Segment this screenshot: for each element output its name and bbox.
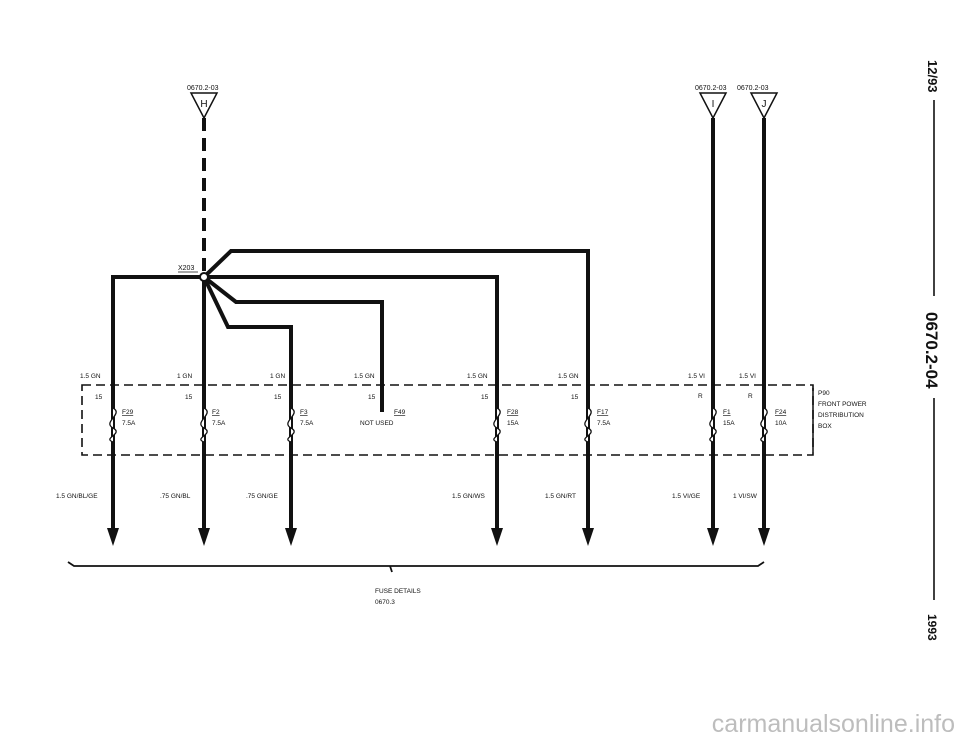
fuse-details-ref: 0670.3 — [375, 599, 395, 606]
connector-j: 0670.2-03 J — [737, 85, 779, 120]
splice-x203-label: X203 — [178, 265, 194, 272]
connector-i-letter: I — [712, 99, 715, 110]
sidebar-doc-number: 0670.2-04 — [922, 312, 941, 389]
fuse-f17-out-wire: 1.5 GN/RT — [545, 493, 576, 500]
connector-h-letter: H — [200, 99, 207, 110]
fuse-f24-name: F24 — [775, 409, 787, 416]
distribution-box-outline — [81, 384, 814, 456]
fuse-f29-terminal: 15 — [95, 394, 103, 401]
fuse-f24-in-wire: 1.5 VI — [739, 373, 756, 380]
splice-wires — [111, 118, 766, 530]
fuse-f2-in-wire: 1 GN — [177, 373, 192, 380]
fuse-f1-terminal: R — [698, 393, 703, 400]
fuse-f49-name: F49 — [394, 409, 406, 416]
fuse-f49-in-wire: 1.5 GN — [354, 373, 375, 380]
fuse-f29-name: F29 — [122, 409, 134, 416]
box-name-line1: FRONT POWER — [818, 401, 867, 408]
fuse-symbols — [109, 407, 768, 443]
box-id: P90 — [818, 390, 830, 397]
fuse-details-bracket — [67, 561, 765, 573]
box-name-line2: DISTRIBUTION — [818, 412, 864, 419]
fuse-f24-terminal: R — [748, 393, 753, 400]
fuse-f28-out-wire: 1.5 GN/WS — [452, 493, 486, 500]
fuse-f49-rating: NOT USED — [360, 420, 394, 427]
watermark: carmanualsonline.info — [712, 710, 955, 738]
connector-h-ref: 0670.2-03 — [187, 85, 219, 92]
fuse-f29-out-wire: 1.5 GN/BL/GE — [56, 493, 98, 500]
fuse-f3-name: F3 — [300, 409, 308, 416]
splice-x203-dot — [199, 272, 209, 282]
fuse-f24-out-wire: 1 VI/SW — [733, 493, 758, 500]
fuse-f1-name: F1 — [723, 409, 731, 416]
box-name-line3: BOX — [818, 423, 832, 430]
fuse-f2-terminal: 15 — [185, 394, 193, 401]
distribution-box-label: P90 FRONT POWER DISTRIBUTION BOX — [812, 388, 867, 452]
fuse-f28-terminal: 15 — [481, 394, 489, 401]
connector-j-ref: 0670.2-03 — [737, 85, 769, 92]
fuse-f3-out-wire: .75 GN/GE — [246, 493, 278, 500]
sidebar-date: 12/93 — [925, 60, 940, 93]
fuse-f3-rating: 7.5A — [300, 420, 314, 427]
fuse-f17-name: F17 — [597, 409, 609, 416]
fuse-f1-rating: 15A — [723, 420, 735, 427]
fuse-f28-rating: 15A — [507, 420, 519, 427]
fuse-f28-in-wire: 1.5 GN — [467, 373, 488, 380]
fuse-f1-out-wire: 1.5 VI/GE — [672, 493, 701, 500]
fuse-f2-out-wire: .75 GN/BL — [160, 493, 191, 500]
fuse-f17-terminal: 15 — [571, 394, 579, 401]
fuse-f2-name: F2 — [212, 409, 220, 416]
fuse-details-title: FUSE DETAILS — [375, 588, 421, 595]
sidebar-year: 1993 — [925, 614, 939, 641]
fuse-f29-in-wire: 1.5 GN — [80, 373, 101, 380]
fuse-f17-rating: 7.5A — [597, 420, 611, 427]
connector-j-letter: J — [762, 99, 767, 110]
fuse-f3-in-wire: 1 GN — [270, 373, 285, 380]
connector-h: 0670.2-03 H — [187, 85, 219, 120]
connector-i-ref: 0670.2-03 — [695, 85, 727, 92]
fuse-f3-terminal: 15 — [274, 394, 282, 401]
fuse-f24-rating: 10A — [775, 420, 787, 427]
fuse-f2-rating: 7.5A — [212, 420, 226, 427]
output-arrows — [107, 528, 770, 546]
fuse-labels: 1.5 GN 15 F29 7.5A 1.5 GN/BL/GE 1 GN 15 … — [56, 373, 787, 500]
fuse-f28-name: F28 — [507, 409, 519, 416]
connector-i: 0670.2-03 I — [695, 85, 728, 120]
fuse-f49-terminal: 15 — [368, 394, 376, 401]
page-sidebar: 12/93 0670.2-04 1993 — [922, 60, 941, 641]
fuse-f29-rating: 7.5A — [122, 420, 136, 427]
fuse-f17-in-wire: 1.5 GN — [558, 373, 579, 380]
fuse-f1-in-wire: 1.5 VI — [688, 373, 705, 380]
